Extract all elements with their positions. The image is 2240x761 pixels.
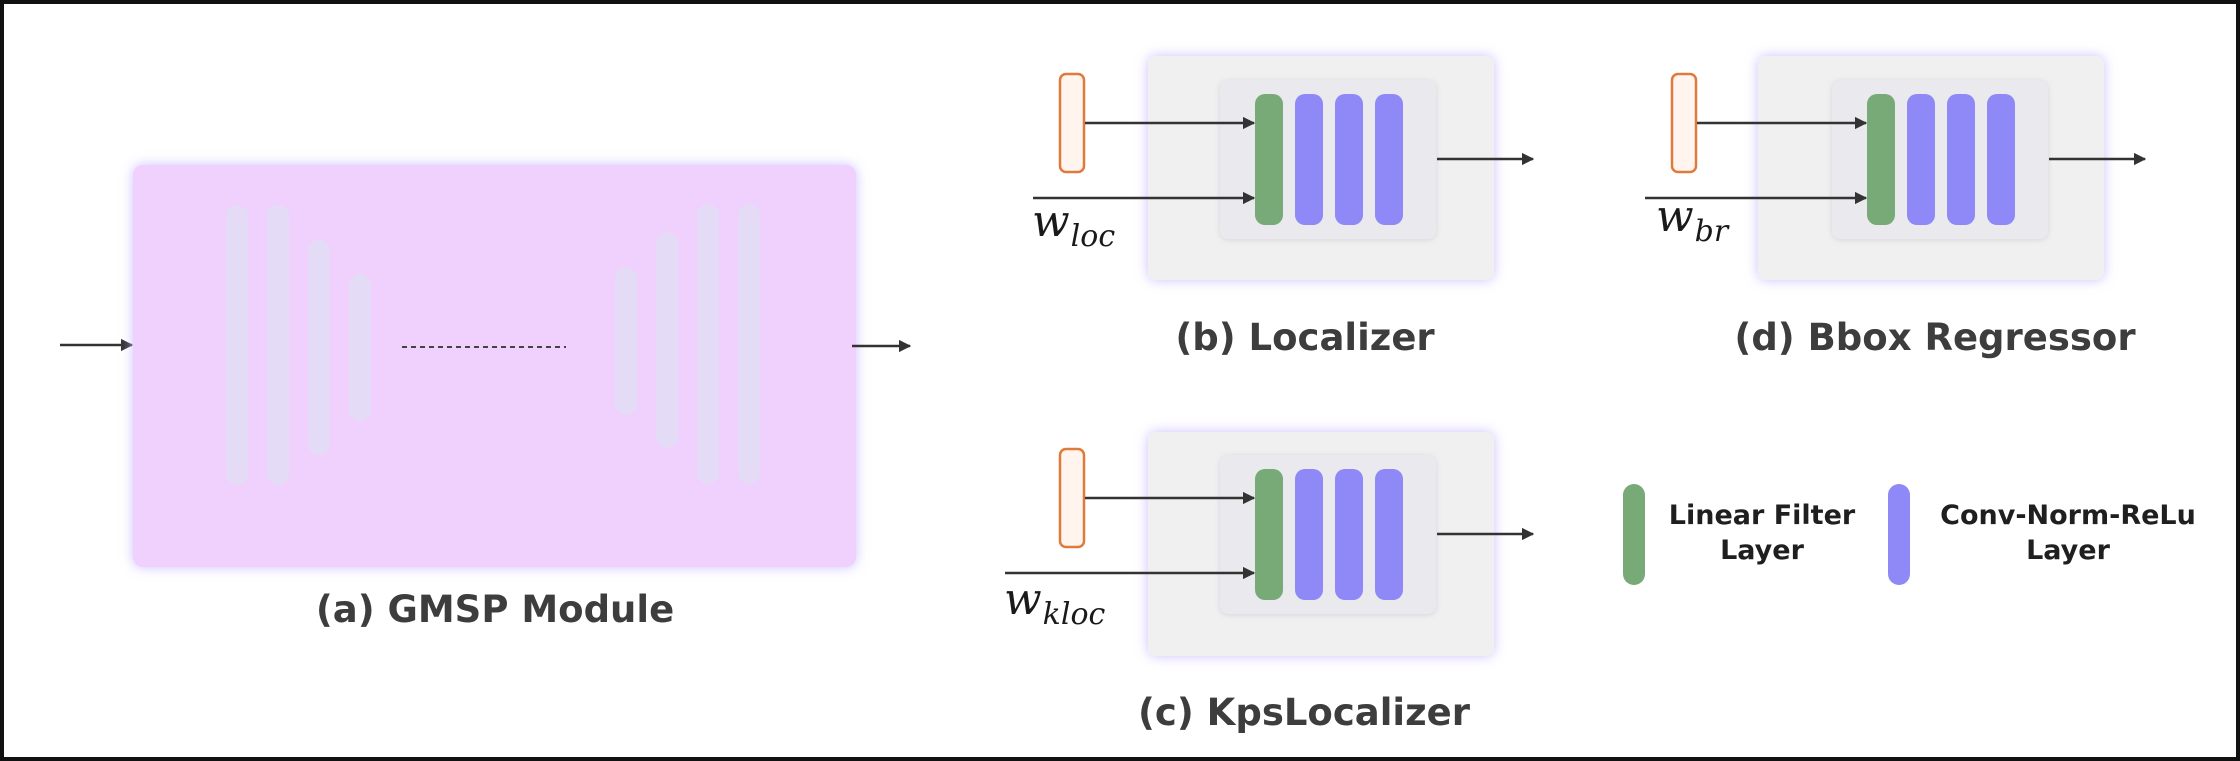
conv-norm-relu-layer — [1375, 469, 1403, 600]
linear-filter-layer — [1255, 94, 1283, 225]
gmsp-decoder-bar — [697, 204, 719, 484]
bbox-regressor-weight-label: wbr — [1656, 191, 1729, 249]
conv-norm-relu-layer — [1987, 94, 2015, 225]
conv-norm-relu-layer — [1335, 469, 1363, 600]
gmsp-encoder-bar — [226, 205, 248, 485]
kps-localizer-panel — [1005, 432, 1535, 656]
bbox-regressor-inner-box — [1832, 80, 2048, 239]
gmsp-decoder-bar — [656, 232, 678, 448]
linear-filter-layer — [1867, 94, 1895, 225]
conv-norm-relu-layer — [1375, 94, 1403, 225]
gmsp-decoder-bar — [738, 204, 760, 484]
legend-linear-filter-label: Linear Filter Layer — [1668, 500, 1856, 567]
gmsp-encoder-bar — [267, 205, 289, 485]
bbox-regressor-panel — [1645, 56, 2147, 280]
bbox-regressor-input-vector — [1670, 72, 1698, 174]
localizer-caption: (b) Localizer — [1175, 316, 1435, 359]
conv-norm-relu-layer — [1907, 94, 1935, 225]
conv-norm-relu-layer — [1295, 469, 1323, 600]
bbox-regressor-caption: (d) Bbox Regressor — [1734, 316, 2136, 359]
legend-conv-norm-relu-icon — [1888, 484, 1910, 585]
conv-norm-relu-layer — [1335, 94, 1363, 225]
gmsp-module — [60, 165, 912, 567]
legend-linear-filter-icon — [1623, 484, 1645, 585]
conv-norm-relu-layer — [1947, 94, 1975, 225]
kps-localizer-inner-box — [1220, 455, 1436, 614]
localizer-input-vector — [1058, 72, 1086, 174]
legend-conv-norm-relu-label: Conv-Norm-ReLu Layer — [1940, 500, 2196, 567]
localizer-inner-box — [1220, 80, 1436, 239]
kps-localizer-weight-label: wkloc — [1004, 574, 1106, 632]
gmsp-decoder-bar — [615, 267, 637, 415]
conv-norm-relu-layer — [1295, 94, 1323, 225]
gmsp-encoder-bar — [308, 240, 330, 455]
gmsp-module-caption: (a) GMSP Module — [315, 588, 675, 631]
localizer-weight-label: wloc — [1032, 196, 1116, 254]
kps-localizer-caption: (c) KpsLocalizer — [1138, 691, 1470, 734]
kps-localizer-input-vector — [1058, 447, 1086, 549]
gmsp-encoder-bar — [349, 274, 371, 421]
localizer-panel — [1033, 56, 1535, 280]
linear-filter-layer — [1255, 469, 1283, 600]
